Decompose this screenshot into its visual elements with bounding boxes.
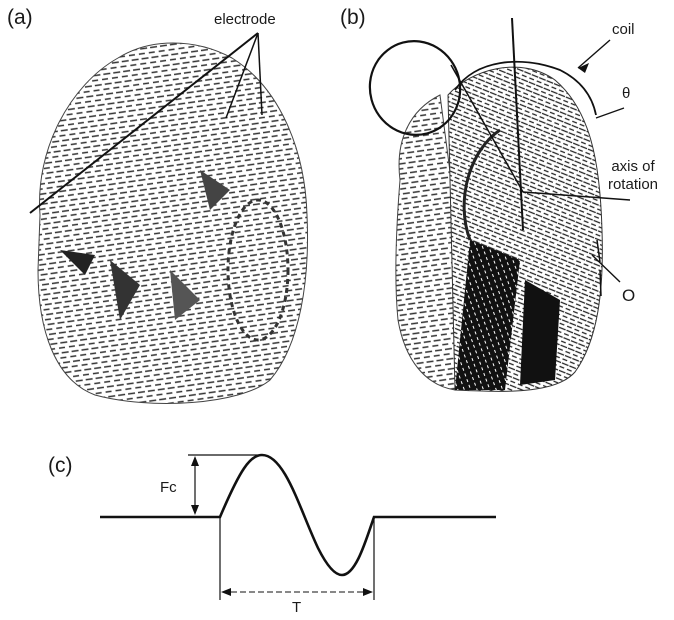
panel-c-label: (c): [48, 455, 73, 476]
axis-of-rotation-label: axis of rotation: [600, 158, 666, 194]
panel-a-label: (a): [7, 7, 33, 28]
coil-label: coil: [612, 22, 635, 37]
theta-label: θ: [622, 86, 630, 101]
origin-label: O: [622, 287, 635, 304]
period-label: T: [292, 600, 301, 615]
waveform-dimension-lines: [188, 455, 374, 600]
panel-a-fingertip-icon: [38, 43, 308, 403]
panel-b-label: (b): [340, 7, 366, 28]
panel-b-fingertip-icon: [396, 67, 603, 391]
waveform-icon: [100, 455, 496, 575]
amplitude-label: Fc: [160, 480, 177, 495]
electrode-label: electrode: [214, 12, 276, 27]
